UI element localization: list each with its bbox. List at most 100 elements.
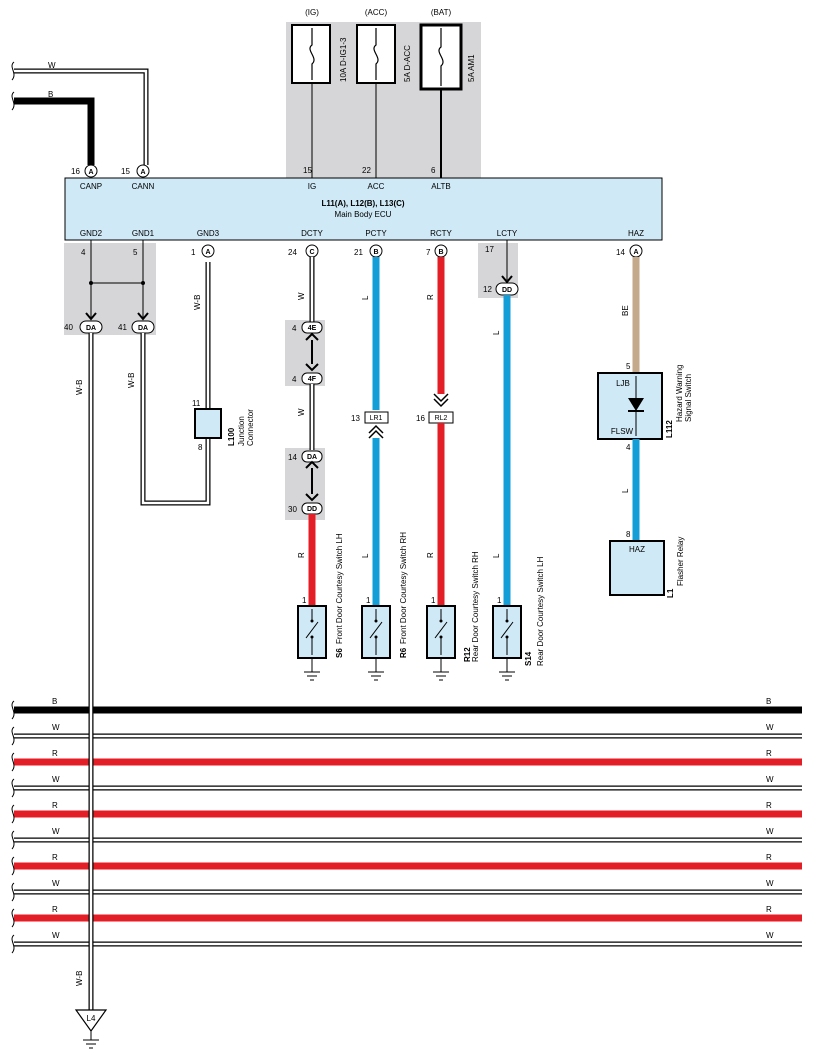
- dcty-c3-num: 14: [288, 453, 297, 462]
- haz-conn: A: [633, 249, 638, 256]
- bus-wire-label: R: [766, 905, 772, 914]
- bus-wire-label: W: [52, 879, 60, 888]
- ground-l4: W-B L4: [74, 971, 108, 1049]
- fuse-acc-pin: 22: [362, 166, 371, 175]
- ecu-top-connectors: 16 A 15 A: [71, 164, 150, 178]
- main-body-ecu: L11(A), L12(B), L13(C) Main Body ECU CAN…: [64, 177, 663, 241]
- bus-wire-label: W: [52, 775, 60, 784]
- ecu-pin-pcty: PCTY: [365, 229, 387, 238]
- bus-wire-label: W: [766, 723, 774, 732]
- fuse-bat-pin: 6: [431, 166, 436, 175]
- rcty-conn-num: 16: [416, 414, 425, 423]
- lcty-wire-top: L: [492, 330, 501, 335]
- dcty-wire-bot: R: [297, 552, 306, 558]
- fuse-ig-name: 10A D-IG1-3: [339, 37, 348, 82]
- rcty-path: 7 B R 16 RL2 R: [416, 244, 454, 606]
- bus-wire-label: W: [766, 775, 774, 784]
- flasher-pin: 8: [626, 530, 631, 539]
- ecu-pin-gnd2: GND2: [80, 229, 103, 238]
- rcty-inline-conn: RL2: [435, 415, 448, 422]
- fuse-acc-supply: (ACC): [365, 8, 388, 17]
- bus-wire-label: R: [52, 749, 58, 758]
- pcty-conn: B: [373, 249, 378, 256]
- switch-s6-name: Front Door Courtesy Switch LH: [335, 533, 344, 644]
- gnd1-wire-label: W-B: [127, 373, 136, 388]
- switch-r6-id: R6: [399, 647, 408, 658]
- ecu-pin-ig: IG: [308, 182, 316, 191]
- dcty-c1: 4E: [308, 325, 317, 332]
- fuse-bat-name: 5A AM1: [467, 54, 476, 82]
- hazard-path: 14 A BE 5 LJB FLSW L112 Hazard Warning S…: [597, 244, 693, 598]
- ecu-pin-acc: ACC: [368, 182, 385, 191]
- ecu-title: L11(A), L12(B), L13(C): [321, 199, 404, 208]
- lcty-path: 17 12 DD L L: [483, 240, 519, 606]
- cann-pin-num: 15: [121, 167, 130, 176]
- dcty-wire-top: W: [297, 292, 306, 300]
- bus-wire-label: B: [766, 697, 771, 706]
- dcty-c4-num: 30: [288, 505, 297, 514]
- ground-wire-label: W-B: [75, 380, 84, 395]
- dcty-pin-num: 24: [288, 248, 297, 257]
- da1-pin-num: 40: [64, 323, 73, 332]
- bus-wire-label: W: [766, 827, 774, 836]
- hazard-ljb: LJB: [616, 379, 630, 388]
- bus-wire-label: B: [52, 697, 57, 706]
- bus-wire-label: W: [766, 931, 774, 940]
- flasher-name: Flasher Relay: [676, 537, 685, 586]
- gnd3-wire-label: W-B: [193, 295, 202, 310]
- switch-s6-pin: 1: [302, 596, 307, 605]
- switch-r6-pin: 1: [366, 596, 371, 605]
- gnd3-conn: A: [205, 249, 210, 256]
- bus-wire-label: W: [52, 931, 60, 940]
- switch-s14-name: Rear Door Courtesy Switch LH: [536, 556, 545, 666]
- haz-wire-mid: L: [621, 488, 630, 493]
- ecu-pin-gnd1: GND1: [132, 229, 155, 238]
- bus-wire-label: W: [766, 879, 774, 888]
- dcty-path: 24 C W 4 4E 4 4F W 14 DA 30 DD R: [288, 244, 323, 606]
- switch-s14-pin: 1: [497, 596, 502, 605]
- da2-conn: DA: [138, 325, 148, 332]
- bus-wire-label: R: [52, 905, 58, 914]
- gnd3-pin-num: 1: [191, 248, 196, 257]
- pcty-conn-num: 13: [351, 414, 360, 423]
- switch-r12: 1 R12 Rear Door Courtesy Switch RH: [426, 551, 480, 681]
- ecu-pin-altb: ALTB: [431, 182, 450, 191]
- pcty-path: 21 B L 13 LR1 L: [351, 244, 389, 606]
- ecu-subtitle: Main Body ECU: [335, 210, 392, 219]
- hazard-pin-out: 4: [626, 443, 631, 452]
- dcty-c2-num: 4: [292, 375, 297, 384]
- rcty-wire-bot: R: [426, 552, 435, 558]
- pcty-pin-num: 21: [354, 248, 363, 257]
- fuse-ig-supply: (IG): [305, 8, 319, 17]
- hazard-flsw: FLSW: [611, 427, 634, 436]
- ground-label: L4: [87, 1014, 96, 1023]
- bus-wire-label: R: [52, 853, 58, 862]
- bus-wire-label: W: [52, 827, 60, 836]
- lcty-conn-num: 12: [483, 285, 492, 294]
- dcty-c4: DD: [307, 506, 317, 513]
- fuse-bat: (BAT) 5A AM1 6: [419, 8, 476, 178]
- dcty-c3: DA: [307, 454, 317, 461]
- lcty-wire-bot: L: [492, 553, 501, 558]
- bus-wire-label: R: [766, 853, 772, 862]
- flasher-id: L1: [666, 588, 675, 598]
- ground-wire-bottom-label: W-B: [75, 971, 84, 986]
- hazard-id: L112: [665, 420, 674, 438]
- bus-wire-label: R: [766, 801, 772, 810]
- switch-s6-id: S6: [335, 648, 344, 658]
- ecu-pin-rcty: RCTY: [430, 229, 452, 238]
- lcty-pin-num: 17: [485, 245, 494, 254]
- ecu-pin-dcty: DCTY: [301, 229, 323, 238]
- hazard-name2: Signal Switch: [684, 374, 693, 422]
- fuse-ig: (IG) 10A D-IG1-3 15: [291, 8, 348, 178]
- gnd-shade: [64, 243, 156, 335]
- ecu-pin-canp: CANP: [80, 182, 102, 191]
- junction-connector: 1 A 11 8 L100 Junction Connector: [191, 244, 255, 452]
